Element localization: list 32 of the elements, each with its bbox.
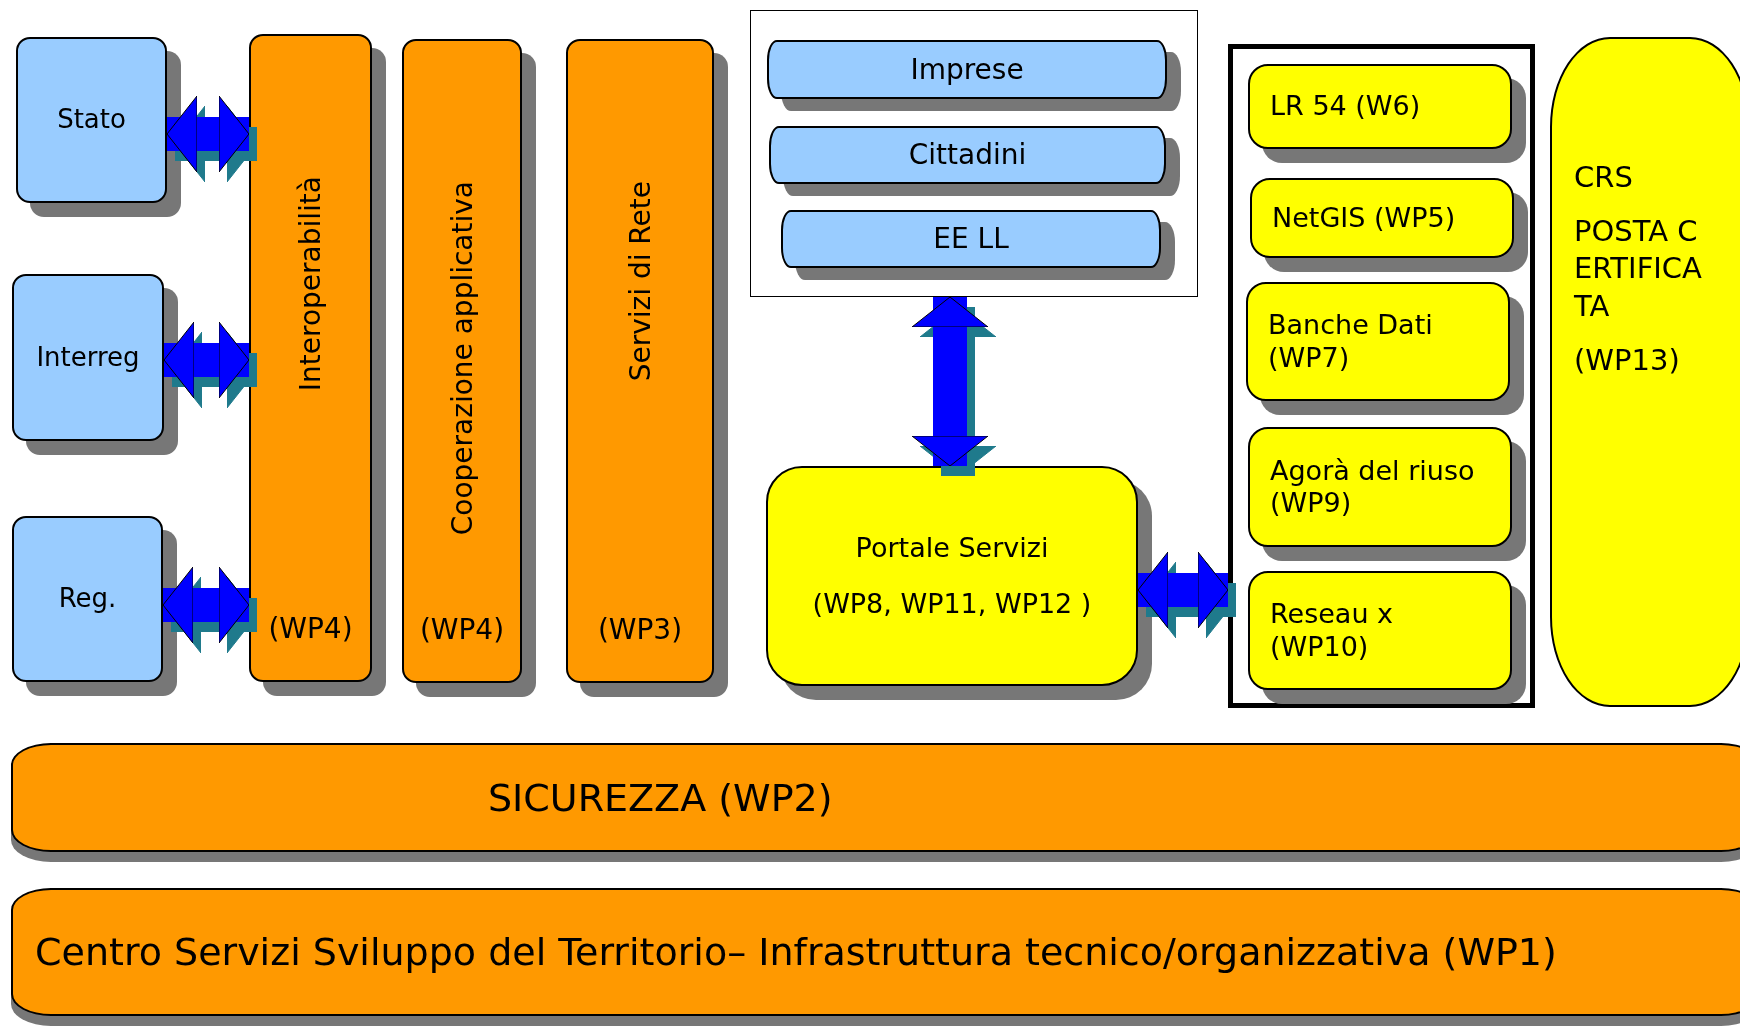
- double-arrow: [911, 296, 989, 467]
- box-label: Interoperabilità: [294, 176, 327, 392]
- box-label: (WP13): [1574, 341, 1681, 379]
- box-label: Reseau x (WP10): [1270, 598, 1395, 663]
- box-label: NetGIS (WP5): [1272, 201, 1457, 235]
- box-label: (WP8, WP11, WP12 ): [812, 588, 1092, 621]
- box-label: Banche Dati (WP7): [1268, 309, 1434, 374]
- group-frame: [750, 10, 1198, 297]
- box-label: (WP4): [268, 612, 353, 646]
- box-label: Cittadini: [908, 138, 1027, 172]
- box-label: POSTA CERTIFICATA: [1574, 212, 1703, 326]
- box-label: Centro Servizi Sviluppo del Territorio– Infrastruttura tecnico/organizzativa (WP1): [34, 930, 1558, 974]
- box-label: SICUREZZA (WP2): [487, 775, 834, 820]
- box-label: Servizi di Rete: [623, 181, 657, 382]
- service-column: [1550, 37, 1740, 707]
- double-arrow: [166, 95, 250, 173]
- double-arrow: [162, 566, 250, 644]
- box-label: Cooperazione applicativa: [445, 181, 479, 536]
- box-label: Interreg: [36, 341, 140, 374]
- box-label: Portale Servizi: [855, 531, 1049, 564]
- box-label: Imprese: [910, 52, 1024, 87]
- group-frame: [1228, 44, 1535, 708]
- box-label: (WP3): [597, 613, 683, 647]
- box-label: Stato: [57, 104, 126, 136]
- double-arrow: [163, 321, 250, 399]
- box-label: EE LL: [933, 222, 1009, 256]
- double-arrow: [1137, 551, 1229, 629]
- box-label: Agorà del riuso (WP9): [1270, 454, 1476, 520]
- box-label: CRS: [1574, 159, 1634, 196]
- box-label: Reg.: [58, 583, 117, 615]
- box-label: LR 54 (W6): [1270, 90, 1422, 123]
- box-label: (WP4): [419, 613, 505, 647]
